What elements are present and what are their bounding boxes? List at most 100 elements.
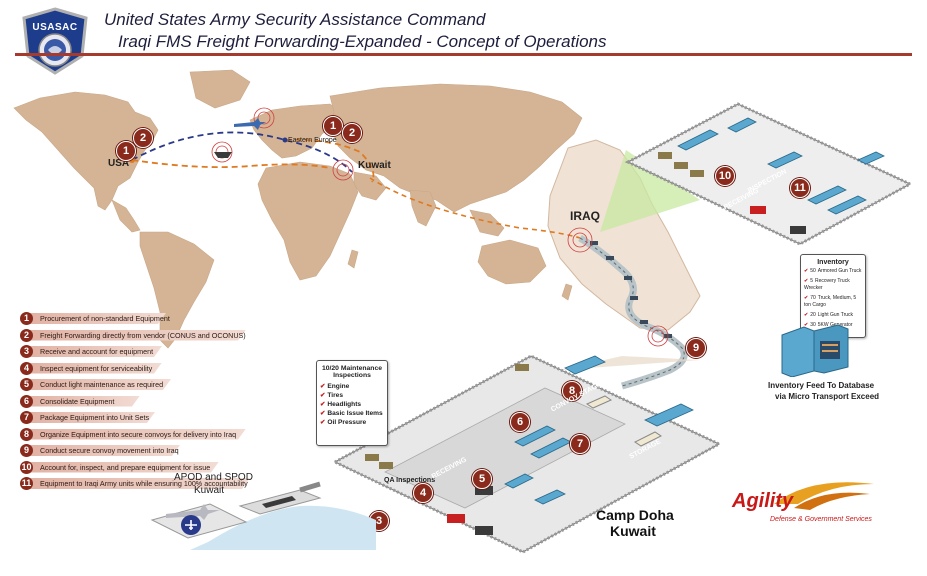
sea-route-usa-kuwait <box>131 159 331 169</box>
badge-europe-step-2: 2 <box>342 123 362 143</box>
label-apod-spod-line1: APOD and SPOD <box>174 472 253 483</box>
badge-iraq-step-11: 11 <box>790 178 810 198</box>
badge-doha-step-8: 8 <box>562 381 582 401</box>
doha-convoy-beam <box>560 356 700 370</box>
maintenance-check-item: ✔ Basic Issue Items <box>320 409 384 418</box>
checkmark-icon: ✔ <box>804 322 809 328</box>
label-qa-inspections: QA Inspections <box>384 477 436 484</box>
legend-bar <box>30 313 166 324</box>
legend-bar <box>30 445 180 456</box>
legend-row: 11 Equipment to Iraqi Army units while en… <box>20 477 252 490</box>
legend-step-number: 4 <box>20 361 33 375</box>
legend-row: 10 Account for, inspect, and prepare equi… <box>20 460 252 474</box>
legend-bar <box>30 379 171 390</box>
agility-brand-name: Agility <box>732 490 794 512</box>
legend-step-number: 5 <box>20 378 33 391</box>
central-america-landmass <box>111 199 141 233</box>
legend-bar <box>30 330 246 341</box>
legend-step-text: Equipment to Iraqi Army units while ensu… <box>40 479 248 488</box>
legend-step-number: 11 <box>20 477 33 490</box>
inventory-feed-caption-line2: via Micro Transport Exceed <box>775 392 880 401</box>
inventory-desc: Truck, Medium, 5 ton Cargo <box>804 295 857 308</box>
cargo-ship-icon <box>214 152 232 158</box>
checkmark-icon: ✔ <box>320 383 328 390</box>
inventory-desc: 5KW Generator <box>817 322 853 328</box>
label-camp-doha-line2: Kuwait <box>610 523 656 539</box>
badge-doha-step-4: 4 <box>413 483 433 503</box>
maintenance-clipboard-title-line2: Inspections <box>333 372 371 379</box>
air-route-usa-europe <box>131 131 353 173</box>
legend-step-number: 2 <box>20 328 33 342</box>
maintenance-check-label: Headlights <box>327 401 362 408</box>
badge-usa-step-2: 2 <box>133 128 153 148</box>
legend-bar <box>30 478 250 489</box>
legend-row: 4 Inspect equipment for serviceability <box>20 361 252 375</box>
label-eastern-europe: Eastern Europe <box>288 137 337 144</box>
maintenance-check-item: ✔ Tires <box>320 391 384 400</box>
airport-plane-badge-icon <box>181 515 201 535</box>
checkmark-icon: ✔ <box>804 295 809 301</box>
inventory-feed-caption-line1: Inventory Feed To Database <box>768 381 875 390</box>
label-kuwait: Kuwait <box>358 160 391 171</box>
maintenance-check-label: Oil Pressure <box>327 419 367 426</box>
checkmark-icon: ✔ <box>320 410 328 417</box>
header-divider <box>15 53 912 56</box>
iraq-facility-beam <box>600 150 700 232</box>
agility-logo-mark <box>774 482 874 510</box>
legend-row: 1 Procurement of non-standard Equipment <box>20 312 252 325</box>
checkmark-icon: ✔ <box>804 278 809 284</box>
camp-doha-facility <box>331 354 723 554</box>
legend-bar <box>30 412 155 423</box>
legend-step-number: 9 <box>20 444 33 457</box>
inventory-desc: Armored Gun Truck <box>817 268 862 274</box>
legend-bar <box>30 396 140 407</box>
label-camp-doha-line1: Camp Doha <box>596 507 674 523</box>
cargo-plane-icon <box>234 118 266 130</box>
label-apod-spod-line2: Kuwait <box>194 485 225 496</box>
maintenance-check-label: Tires <box>327 392 344 399</box>
maintenance-check-item: ✔ Engine <box>320 382 384 391</box>
inventory-desc: Light Gun Truck <box>817 312 854 318</box>
legend-step-text: Conduct secure convoy movement into Iraq <box>40 446 179 455</box>
label-usa: USA <box>108 158 130 169</box>
inventory-clipboard-title: Inventory <box>817 259 849 266</box>
maintenance-check-label: Engine <box>327 383 350 390</box>
sea-route-europe-kuwait <box>284 138 375 183</box>
badge-doha-step-7: 7 <box>570 434 590 454</box>
legend-step-text: Inspect equipment for serviceability <box>40 363 153 373</box>
container-ship-icon <box>262 496 296 508</box>
legend-bar <box>30 363 162 374</box>
agility-brand-subtitle: Defense & Government Services <box>770 516 872 523</box>
maintenance-check-item: ✔ Oil Pressure <box>320 418 384 427</box>
checkmark-icon: ✔ <box>320 419 328 426</box>
north-america-landmass <box>13 91 159 211</box>
greenland-landmass <box>189 69 251 109</box>
legend-step-text: Account for, inspect, and prepare equipm… <box>40 462 211 472</box>
inventory-qty: 5 <box>810 278 813 284</box>
iraq-facility <box>624 102 914 246</box>
page-title: United States Army Security Assistance C… <box>104 10 486 29</box>
page-subtitle: Iraqi FMS Freight Forwarding-Expanded - … <box>118 32 607 51</box>
legend-step-text: Conduct light maintenance as required <box>40 380 164 389</box>
legend-step-number: 1 <box>20 312 33 325</box>
legend-step-number: 10 <box>20 460 33 474</box>
madagascar-landmass <box>347 249 359 269</box>
legend-step-text: Procurement of non-standard Equipment <box>40 314 170 323</box>
badge-doha-step-5: 5 <box>472 469 492 489</box>
arabian-peninsula-landmass <box>353 171 387 201</box>
usasac-logo-text: USASAC <box>32 22 78 33</box>
india-landmass <box>409 189 437 227</box>
legend-step-number: 6 <box>20 394 33 408</box>
legend-bar <box>30 346 162 357</box>
